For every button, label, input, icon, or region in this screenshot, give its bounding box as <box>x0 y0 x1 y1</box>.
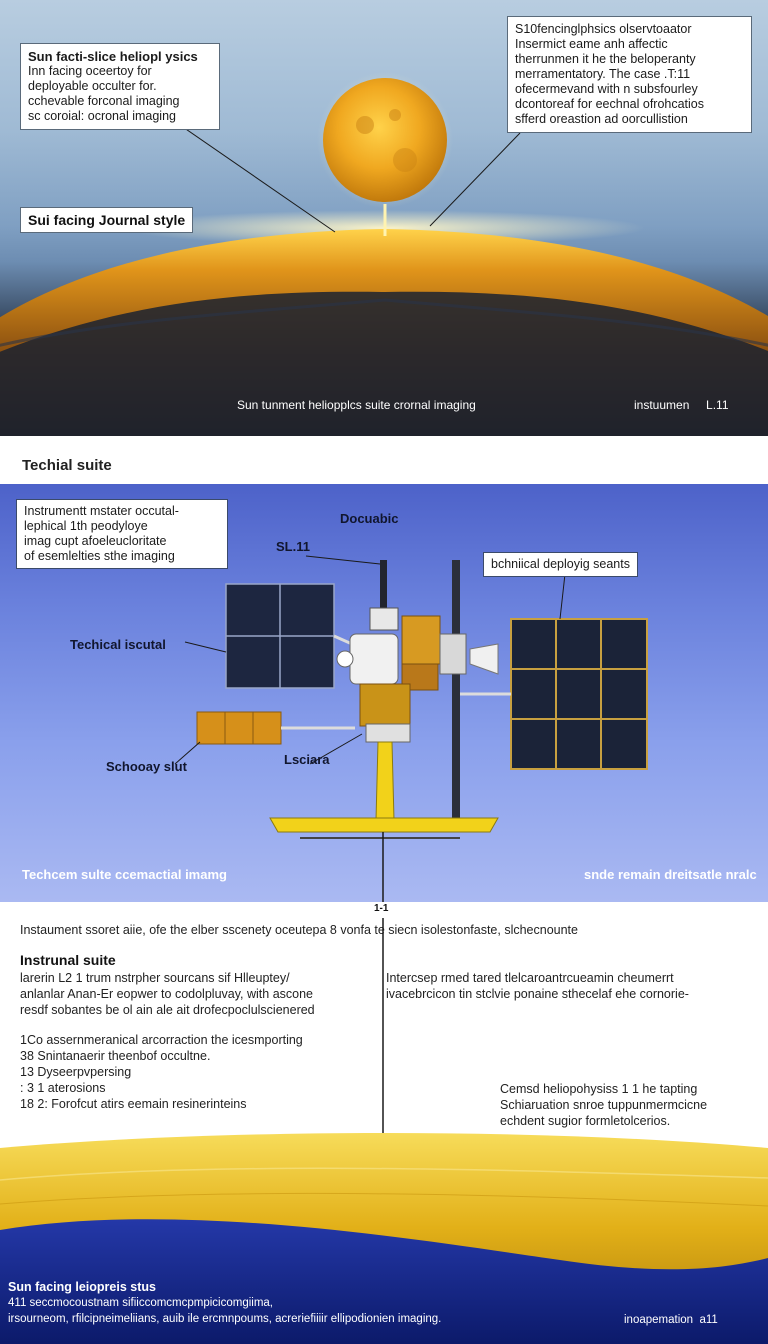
spacecraft-illustration <box>174 555 648 902</box>
footer-shadow <box>0 1219 768 1344</box>
footer-line-2: irsourneom, rfilcipneimeliians, auib ile… <box>8 1313 442 1325</box>
sun-disk <box>323 78 447 202</box>
footer-right: inoapemation a11 <box>624 1314 718 1326</box>
footer-line-1: 411 seccmocoustnam sifiiccomcmcpmpicicom… <box>8 1297 273 1309</box>
body-left-line: anlanlar Anan-Er eopwer to codolpluvay, … <box>20 987 313 1001</box>
diagram-caption-left: Techcem sulte ccemactial imamg <box>22 867 227 882</box>
list-item: 18 2: Forofcut atirs eemain resinerintei… <box>20 1097 247 1111</box>
hero-illustration <box>0 72 768 436</box>
yellow-mast <box>269 741 499 839</box>
callout-right-line: merramentatory. The case .T:11 <box>515 67 691 81</box>
aside-line: echdent sugior formletolcerios. <box>500 1114 671 1128</box>
label-doc: Docuabic <box>340 511 399 526</box>
hero-banner: Sun facti-slice heliopl ysics Inn facing… <box>0 0 768 436</box>
diagram-box-top-left: Instrumentt mstater occutal- lephical 1t… <box>16 499 228 569</box>
diagram-box-right: bchniical deployig seants <box>483 552 638 577</box>
feature-list: 1Co assernmeranical arcorraction the ice… <box>20 1032 303 1112</box>
callout-right-line: S10fencinglphsics olservtoaator <box>515 22 692 36</box>
label-technical: Techical iscutal <box>70 637 166 652</box>
hero-callout-left: Sun facti-slice heliopl ysics Inn facing… <box>20 43 220 130</box>
top-boom <box>380 560 387 610</box>
callout-left-line: cchevable forconal imaging <box>28 94 180 108</box>
right-boom <box>452 560 460 826</box>
label-schooay: Schooay slut <box>106 759 187 774</box>
instrument-diagram: Instrumentt mstater occutal- lephical 1t… <box>0 484 768 902</box>
body-column-right: Intercsep rmed tared tlelcaroantrcueamin… <box>386 970 756 1002</box>
journal-style-chip: Sui facing Journal style <box>20 207 194 233</box>
callout-left-line: deployable occulter for. <box>28 79 157 93</box>
hero-caption-center: Sun tunment heliopplcs suite crornal ima… <box>237 398 476 412</box>
box-line: lephical 1th peodyloye <box>24 519 148 533</box>
callout-left-line: sc coroial: ocronal imaging <box>28 109 176 123</box>
footer-banner: Sun facing leiopreis stus 411 seccmocous… <box>0 1120 768 1344</box>
hero-callout-right: S10fencinglphsics olservtoaator Insermic… <box>507 16 752 133</box>
list-item: 1Co assernmeranical arcorraction the ice… <box>20 1033 303 1047</box>
section-heading: Techial suite <box>22 457 112 474</box>
body-left-line: resdf sobantes be ol ain ale ait drofecp… <box>20 1003 315 1017</box>
body-right-line: Intercsep rmed tared tlelcaroantrcueamin… <box>386 971 674 985</box>
hero-caption-right: instuumen L.11 <box>634 398 729 412</box>
aside-note: Cemsd heliopohysiss 1 1 he tapting Schia… <box>500 1081 707 1129</box>
pole-tag: 1-1 <box>374 903 389 914</box>
left-solar-panel <box>225 583 353 689</box>
aside-line: Cemsd heliopohysiss 1 1 he tapting <box>500 1082 698 1096</box>
footer-illustration <box>0 1132 768 1344</box>
left-gold-panel <box>196 711 355 745</box>
box-line: of esemlelties sthe imaging <box>24 549 175 563</box>
callout-right-line: sfferd oreastion ad oorcullistion <box>515 112 688 126</box>
box-line: imag cupt afoeleucloritate <box>24 534 167 548</box>
callout-right-line: therrunmen it he the beloperanty <box>515 52 696 66</box>
callout-right-line: Insermict eame anh affectic <box>515 37 668 51</box>
label-lsciara: Lsciara <box>284 752 330 767</box>
body-heading: Instrunal suite <box>20 952 116 968</box>
body-left-line: larerin L2 1 trum nstrpher sourcans sif … <box>20 971 290 985</box>
list-item: : 3 1 aterosions <box>20 1081 106 1095</box>
label-sl11: SL.11 <box>276 539 310 554</box>
callout-right-line: dcontoreaf for eechnal ofrohcatios <box>515 97 705 111</box>
body-column-left: larerin L2 1 trum nstrpher sourcans sif … <box>20 970 380 1018</box>
right-solar-panel <box>510 618 648 770</box>
callout-right-line: ofecermevand with n subsfourley <box>515 82 698 96</box>
list-item: 38 Snintanaerir theenbof occultne. <box>20 1049 211 1063</box>
callout-left-title: Sun facti-slice heliopl ysics <box>28 49 198 64</box>
footer-title: Sun facing leiopreis stus <box>8 1280 156 1294</box>
spacecraft-bus <box>336 607 499 743</box>
box-line: Instrumentt mstater occutal- <box>24 504 179 518</box>
callout-left-line: Inn facing oceertoy for <box>28 64 152 78</box>
diagram-caption-right: snde remain dreitsatle nralc <box>584 867 757 882</box>
body-right-line: ivacebrcicon tin stclvie ponaine sthecel… <box>386 987 689 1001</box>
body-intro: Instaument ssoret aiie, ofe the elber ss… <box>20 923 578 937</box>
aside-line: Schiaruation snroe tuppunmermcicne <box>500 1098 708 1112</box>
list-item: 13 Dyseerpvpersing <box>20 1065 132 1079</box>
